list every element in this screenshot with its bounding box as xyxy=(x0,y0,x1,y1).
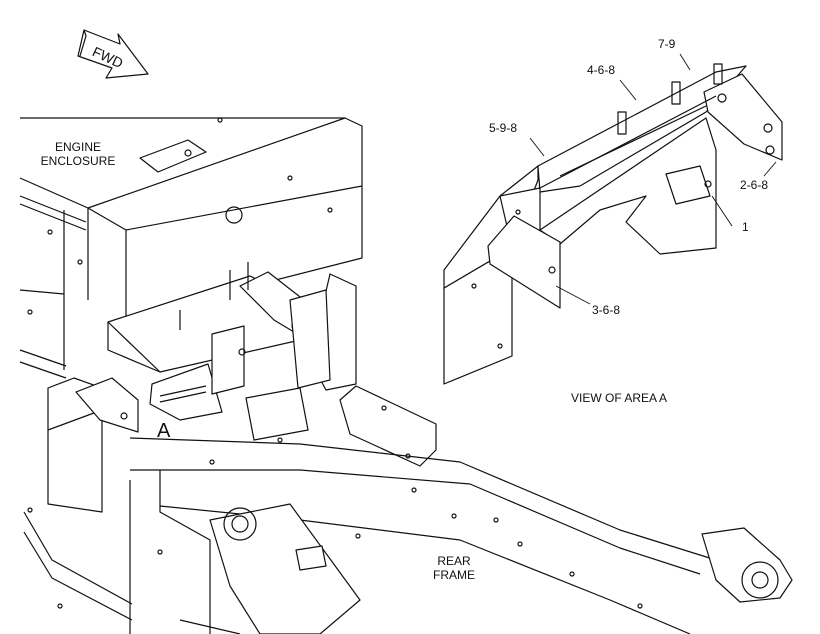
rear-frame-label: REAR FRAME xyxy=(414,554,494,582)
rear-frame-line-2: FRAME xyxy=(433,568,475,582)
callout-4-6-8: 4-6-8 xyxy=(587,63,616,77)
detail-view-area-a xyxy=(443,63,783,385)
view-title: VIEW OF AREA A xyxy=(571,391,668,405)
rear-frame-drawing xyxy=(23,405,793,634)
callout-1: 1 xyxy=(742,220,749,234)
rear-frame-line-1: REAR xyxy=(437,554,471,568)
callout-5-9-8: 5-9-8 xyxy=(489,121,518,135)
callout-2-6-8: 2-6-8 xyxy=(740,178,769,192)
support-frame-drawing xyxy=(245,273,437,467)
engine-enclosure-drawing xyxy=(19,117,363,379)
callout-3-6-8: 3-6-8 xyxy=(592,303,621,317)
bracket-assembly-on-machine xyxy=(47,262,305,513)
engine-enclosure-line-1: ENGINE xyxy=(54,140,101,154)
engine-enclosure-line-2: ENCLOSURE xyxy=(40,154,116,168)
area-a-marker: A xyxy=(157,420,171,442)
fwd-arrow-icon: FWD xyxy=(77,29,149,79)
engine-enclosure-label: ENGINE ENCLOSURE xyxy=(28,140,128,168)
callout-leader-lines xyxy=(529,53,777,305)
callout-7-9: 7-9 xyxy=(658,37,676,51)
